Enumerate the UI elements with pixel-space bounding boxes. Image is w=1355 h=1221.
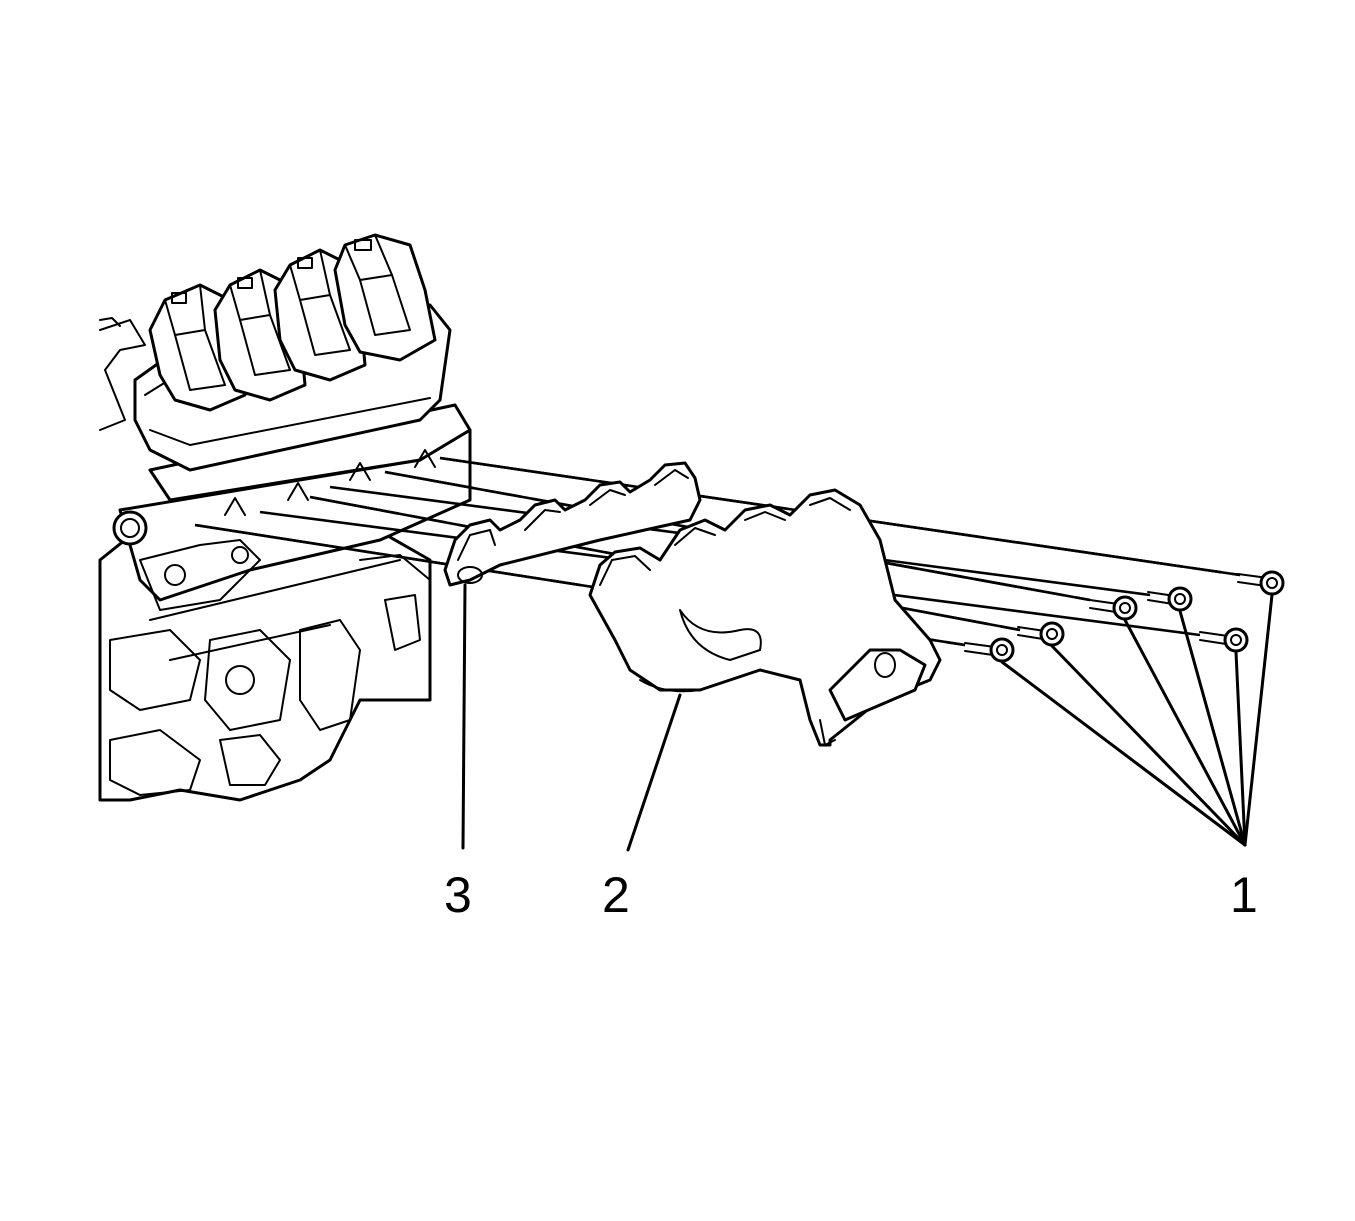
exhaust-manifold [588,488,942,747]
bolt-1e [1017,621,1065,647]
bolt-1d [1199,627,1249,653]
callout-1-label: 1 [1230,867,1258,923]
ignition-coils [148,233,437,412]
bolt-1c [1089,595,1138,621]
callout-3-label: 3 [444,867,472,923]
leader-lines [461,583,1274,852]
bolt-1b [1147,586,1193,612]
exhaust-manifold-gasket [443,461,702,587]
callout-labels: 1 2 3 [444,867,1258,923]
leader-1 [1243,593,1274,847]
engine-lower-details [109,539,431,796]
callout-2-label: 2 [602,867,630,923]
leader-3 [461,583,467,850]
bolt-1a [1237,570,1285,596]
leader-2 [626,693,682,852]
bolt-1f [964,637,1015,663]
engine-assembly [98,233,472,802]
head-port-marks [224,449,436,516]
